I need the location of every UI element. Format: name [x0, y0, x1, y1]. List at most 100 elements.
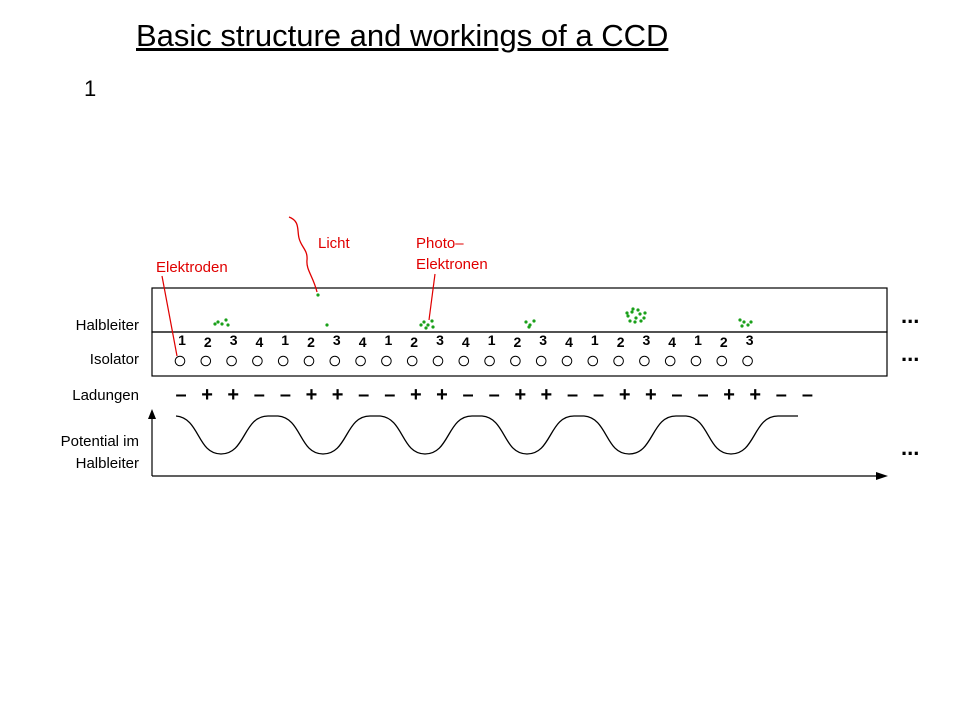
charge-sign: +: [201, 384, 213, 406]
electrode-circle: [561, 355, 573, 367]
photoelectron-dot: [424, 326, 428, 330]
slide-number: 1: [84, 76, 97, 101]
electrode-number: 1: [694, 332, 702, 348]
electrode-circle: [355, 355, 366, 367]
ellipsis-semiconductor: ...: [901, 303, 919, 328]
photoelectron-dot: [740, 324, 744, 328]
charge-sign: –: [802, 384, 813, 406]
electrode-circle: [277, 355, 289, 367]
annotation-elektroden: Elektroden: [156, 259, 228, 276]
label-potential-line1: Potential im: [61, 433, 139, 450]
electrode-number: 2: [720, 334, 728, 350]
electrode-number: 1: [178, 332, 186, 348]
ellipsis-potential: ...: [901, 435, 919, 460]
insulator-layer: [151, 331, 888, 377]
charges-group: –++––++––++––++––++––++––: [175, 384, 813, 406]
electrode-circle: [613, 355, 624, 367]
charge-sign: –: [463, 384, 474, 406]
electrode-number: 3: [643, 332, 651, 348]
electrode-number: 2: [514, 334, 522, 350]
charge-sign: –: [358, 384, 369, 406]
electrode-circle: [510, 355, 521, 367]
charge-sign: –: [776, 384, 787, 406]
photoelectron-dot: [742, 320, 746, 324]
electrode-number: 2: [410, 334, 418, 350]
photoelectron-dot: [316, 293, 320, 297]
electrode-number: 3: [333, 332, 341, 348]
axis-arrowhead-up: [148, 409, 156, 419]
electrode-number: 3: [436, 332, 444, 348]
photo-pointer: [428, 273, 436, 321]
electrode-number: 4: [359, 334, 367, 350]
photoelectron-dot: [224, 318, 228, 322]
ellipsis-insulator: ...: [901, 341, 919, 366]
photoelectron-dot: [220, 322, 224, 326]
slide-title: Basic structure and workings of a CCD: [136, 18, 669, 53]
electrode-number: 4: [256, 334, 264, 350]
photoelectron-dot: [642, 316, 646, 320]
electrode-circle: [587, 355, 599, 367]
charge-sign: –: [671, 384, 682, 406]
charge-sign: –: [254, 384, 265, 406]
charge-sign: +: [332, 384, 344, 406]
photoelectron-dot: [430, 319, 434, 323]
photoelectron-dot: [746, 323, 750, 327]
photoelectron-dot: [524, 320, 528, 324]
electrode-circle: [226, 355, 237, 367]
photoelectron-dot: [638, 312, 642, 316]
charge-sign: +: [436, 384, 448, 406]
electrode-circle: [200, 355, 212, 367]
photoelectron-dot: [628, 319, 632, 323]
photoelectrons-group: [213, 293, 753, 330]
charge-sign: +: [541, 384, 553, 406]
electrode-circle: [458, 355, 470, 367]
charge-sign: –: [384, 384, 395, 406]
photoelectron-dot: [527, 325, 531, 329]
charge-sign: +: [410, 384, 422, 406]
electrode-number: 3: [539, 332, 547, 348]
electrode-circle: [381, 355, 392, 367]
photoelectron-dot: [631, 307, 635, 311]
electrode-circle: [690, 355, 702, 367]
photoelectron-dot: [213, 322, 217, 326]
electrode-number: 1: [591, 332, 599, 348]
electrode-circle: [406, 355, 418, 367]
photoelectron-dot: [749, 320, 753, 324]
annotation-photo-line2: Elektronen: [416, 256, 488, 273]
electrode-circle: [303, 355, 315, 367]
electrode-circle: [432, 355, 444, 367]
electrode-circle: [535, 355, 547, 367]
electrode-circle: [742, 355, 753, 367]
photoelectron-dot: [431, 325, 435, 329]
photoelectron-dot: [226, 323, 230, 327]
elektroden-pointer: [161, 275, 178, 357]
charge-sign: –: [280, 384, 291, 406]
charge-sign: +: [227, 384, 239, 406]
charge-sign: –: [489, 384, 500, 406]
electrode-circle: [484, 355, 495, 367]
electrode-number: 2: [617, 334, 625, 350]
charge-sign: –: [175, 384, 186, 406]
electrode-circle: [716, 355, 728, 367]
label-isolator: Isolator: [90, 351, 139, 368]
electrode-number: 1: [385, 332, 393, 348]
light-ray: [288, 216, 318, 293]
electrode-number: 2: [307, 334, 315, 350]
photoelectron-dot: [626, 314, 630, 318]
charge-sign: +: [723, 384, 735, 406]
charge-sign: +: [749, 384, 761, 406]
electrode-number: 3: [746, 332, 754, 348]
charge-sign: –: [697, 384, 708, 406]
annotation-licht: Licht: [318, 235, 351, 252]
photoelectron-dot: [639, 319, 643, 323]
electrode-number: 1: [488, 332, 496, 348]
photoelectron-dot: [634, 316, 638, 320]
photoelectron-dot: [532, 319, 536, 323]
electrode-number: 1: [281, 332, 289, 348]
label-potential-line2: Halbleiter: [76, 455, 139, 472]
electrode-number: 2: [204, 334, 212, 350]
photoelectron-dot: [325, 323, 329, 327]
semiconductor-layer: [151, 287, 888, 333]
charge-sign: +: [514, 384, 526, 406]
